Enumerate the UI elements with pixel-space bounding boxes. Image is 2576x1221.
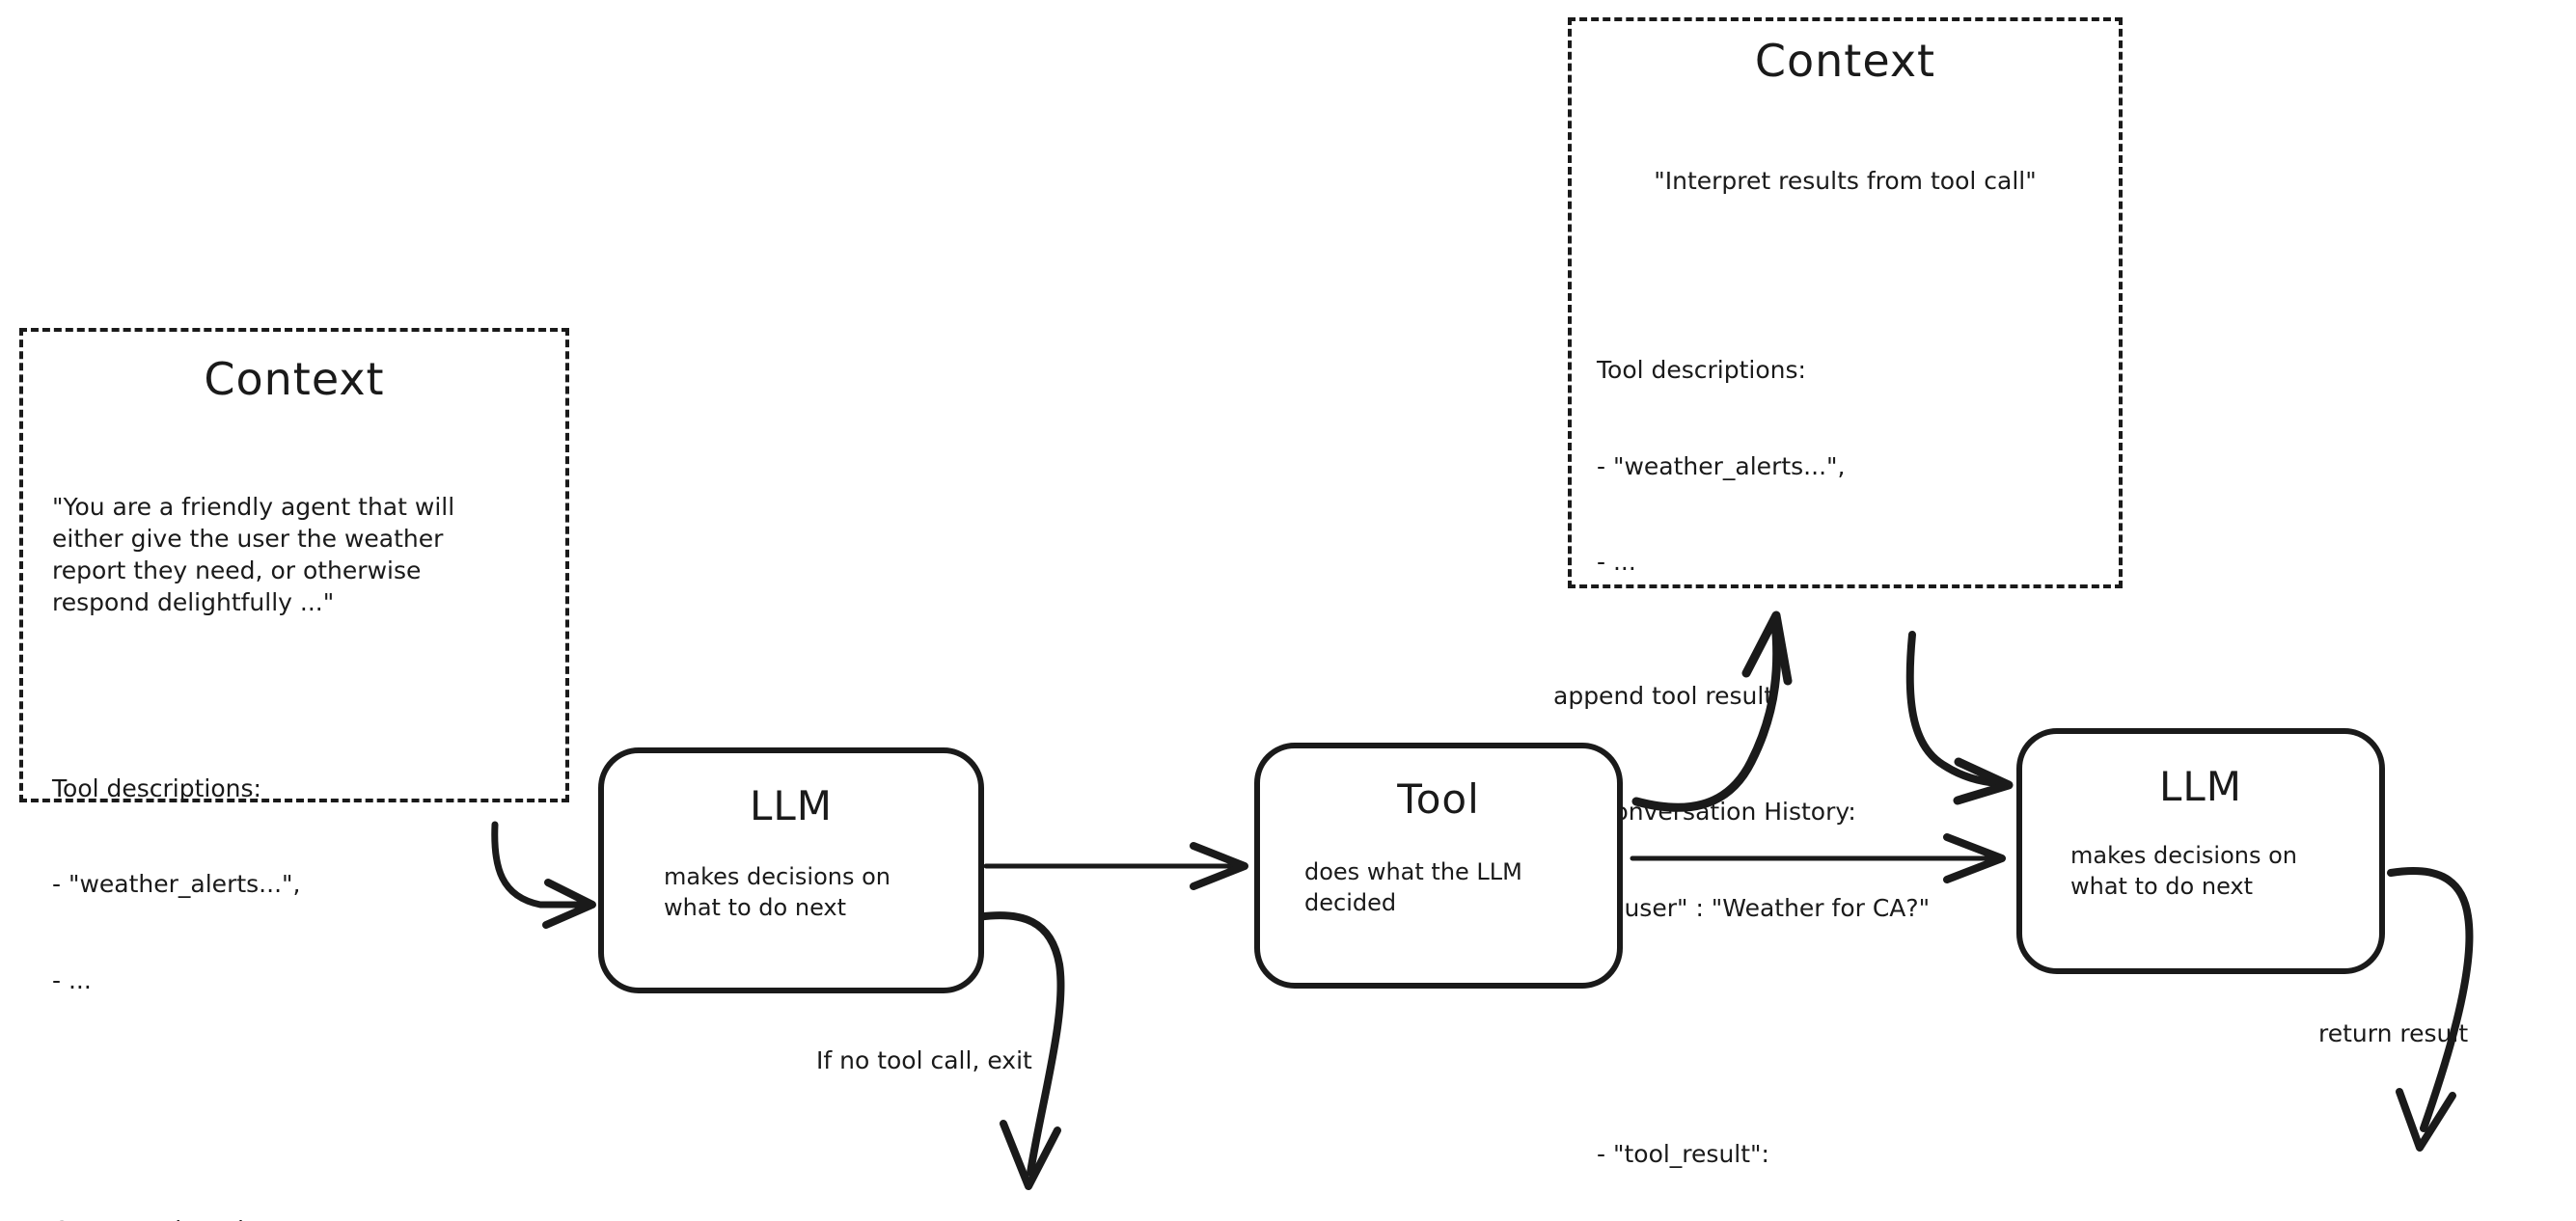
node-llm-2-title: LLM — [2158, 763, 2243, 810]
context-right-conversation: Conversation History: - "user" : "Weathe… — [1597, 732, 2094, 989]
node-llm-1-title: LLM — [749, 782, 834, 829]
context-box-left: Context "You are a friendly agent that w… — [19, 328, 569, 1221]
edge-llm1-exit — [973, 911, 1065, 1177]
tool-descriptions-item-2: - ... — [52, 966, 92, 994]
tool-descriptions-item-2: - ... — [1597, 548, 1636, 577]
node-tool-subtitle: does what the LLM decided — [1304, 857, 1522, 918]
context-right-system-prompt: "Interpret results from tool call" — [1654, 166, 2037, 195]
context-right-title: Context — [1754, 35, 1936, 87]
node-tool-subtitle-line-2: decided — [1304, 888, 1397, 916]
context-left-body: "You are a friendly agent that will eith… — [52, 426, 536, 1221]
tool-descriptions-item-1: - "weather_alerts...", — [1597, 451, 1846, 480]
context-right-tools: Tool descriptions: - "weather_alerts..."… — [1597, 289, 2094, 642]
node-llm-1-subtitle-line-1: makes decisions on — [664, 863, 891, 890]
tool-descriptions-header: Tool descriptions: — [52, 773, 261, 802]
context-right-body: "Interpret results from tool call" Tool … — [1597, 100, 2094, 1221]
node-llm-1-subtitle: makes decisions on what to do next — [664, 862, 891, 923]
node-tool-subtitle-line-1: does what the LLM — [1304, 858, 1522, 885]
edge-llm1-exit-head — [1000, 1120, 1061, 1190]
context-left-system-prompt: "You are a friendly agent that will eith… — [52, 492, 455, 617]
conversation-history-header: Conversation History: — [1597, 798, 1856, 826]
edge-label-exit: If no tool call, exit — [816, 1046, 1032, 1074]
node-llm-2-subtitle: makes decisions on what to do next — [2070, 841, 2297, 902]
context-left-title: Context — [204, 353, 385, 405]
tool-result-label: - "tool_result": — [1597, 1139, 1769, 1168]
node-llm-2[interactable]: LLM makes decisions on what to do next — [2016, 728, 2385, 974]
edge-label-return-result: return result — [2318, 1019, 2469, 1047]
node-tool-title: Tool — [1397, 775, 1480, 823]
node-llm-2-subtitle-line-2: what to do next — [2070, 872, 2254, 900]
tool-descriptions-item-1: - "weather_alerts...", — [52, 870, 301, 899]
tool-descriptions-header: Tool descriptions: — [1597, 355, 1806, 384]
edge-label-append-tool-result: append tool result — [1553, 682, 1774, 710]
context-box-right: Context "Interpret results from tool cal… — [1568, 17, 2123, 1168]
node-llm-2-subtitle-line-1: makes decisions on — [2070, 842, 2297, 869]
node-llm-1[interactable]: LLM makes decisions on what to do next — [598, 747, 984, 993]
context-left-tools: Tool descriptions: - "weather_alerts..."… — [52, 708, 536, 1061]
context-right-tool-result: - "tool_result": { "state": "CA", [ { "r… — [1597, 1073, 2094, 1221]
conversation-history-header: Conversation History: — [52, 1214, 536, 1221]
context-left-conversation: Conversation History: - "user" : "Weathe… — [52, 1150, 536, 1221]
node-tool[interactable]: Tool does what the LLM decided — [1254, 743, 1623, 989]
edge-llm2-return-head — [2396, 1088, 2456, 1152]
edge-llm2-return — [2387, 866, 2474, 1132]
node-llm-1-subtitle-line-2: what to do next — [664, 893, 847, 921]
edge-llm1-to-tool-head — [1190, 842, 1248, 890]
